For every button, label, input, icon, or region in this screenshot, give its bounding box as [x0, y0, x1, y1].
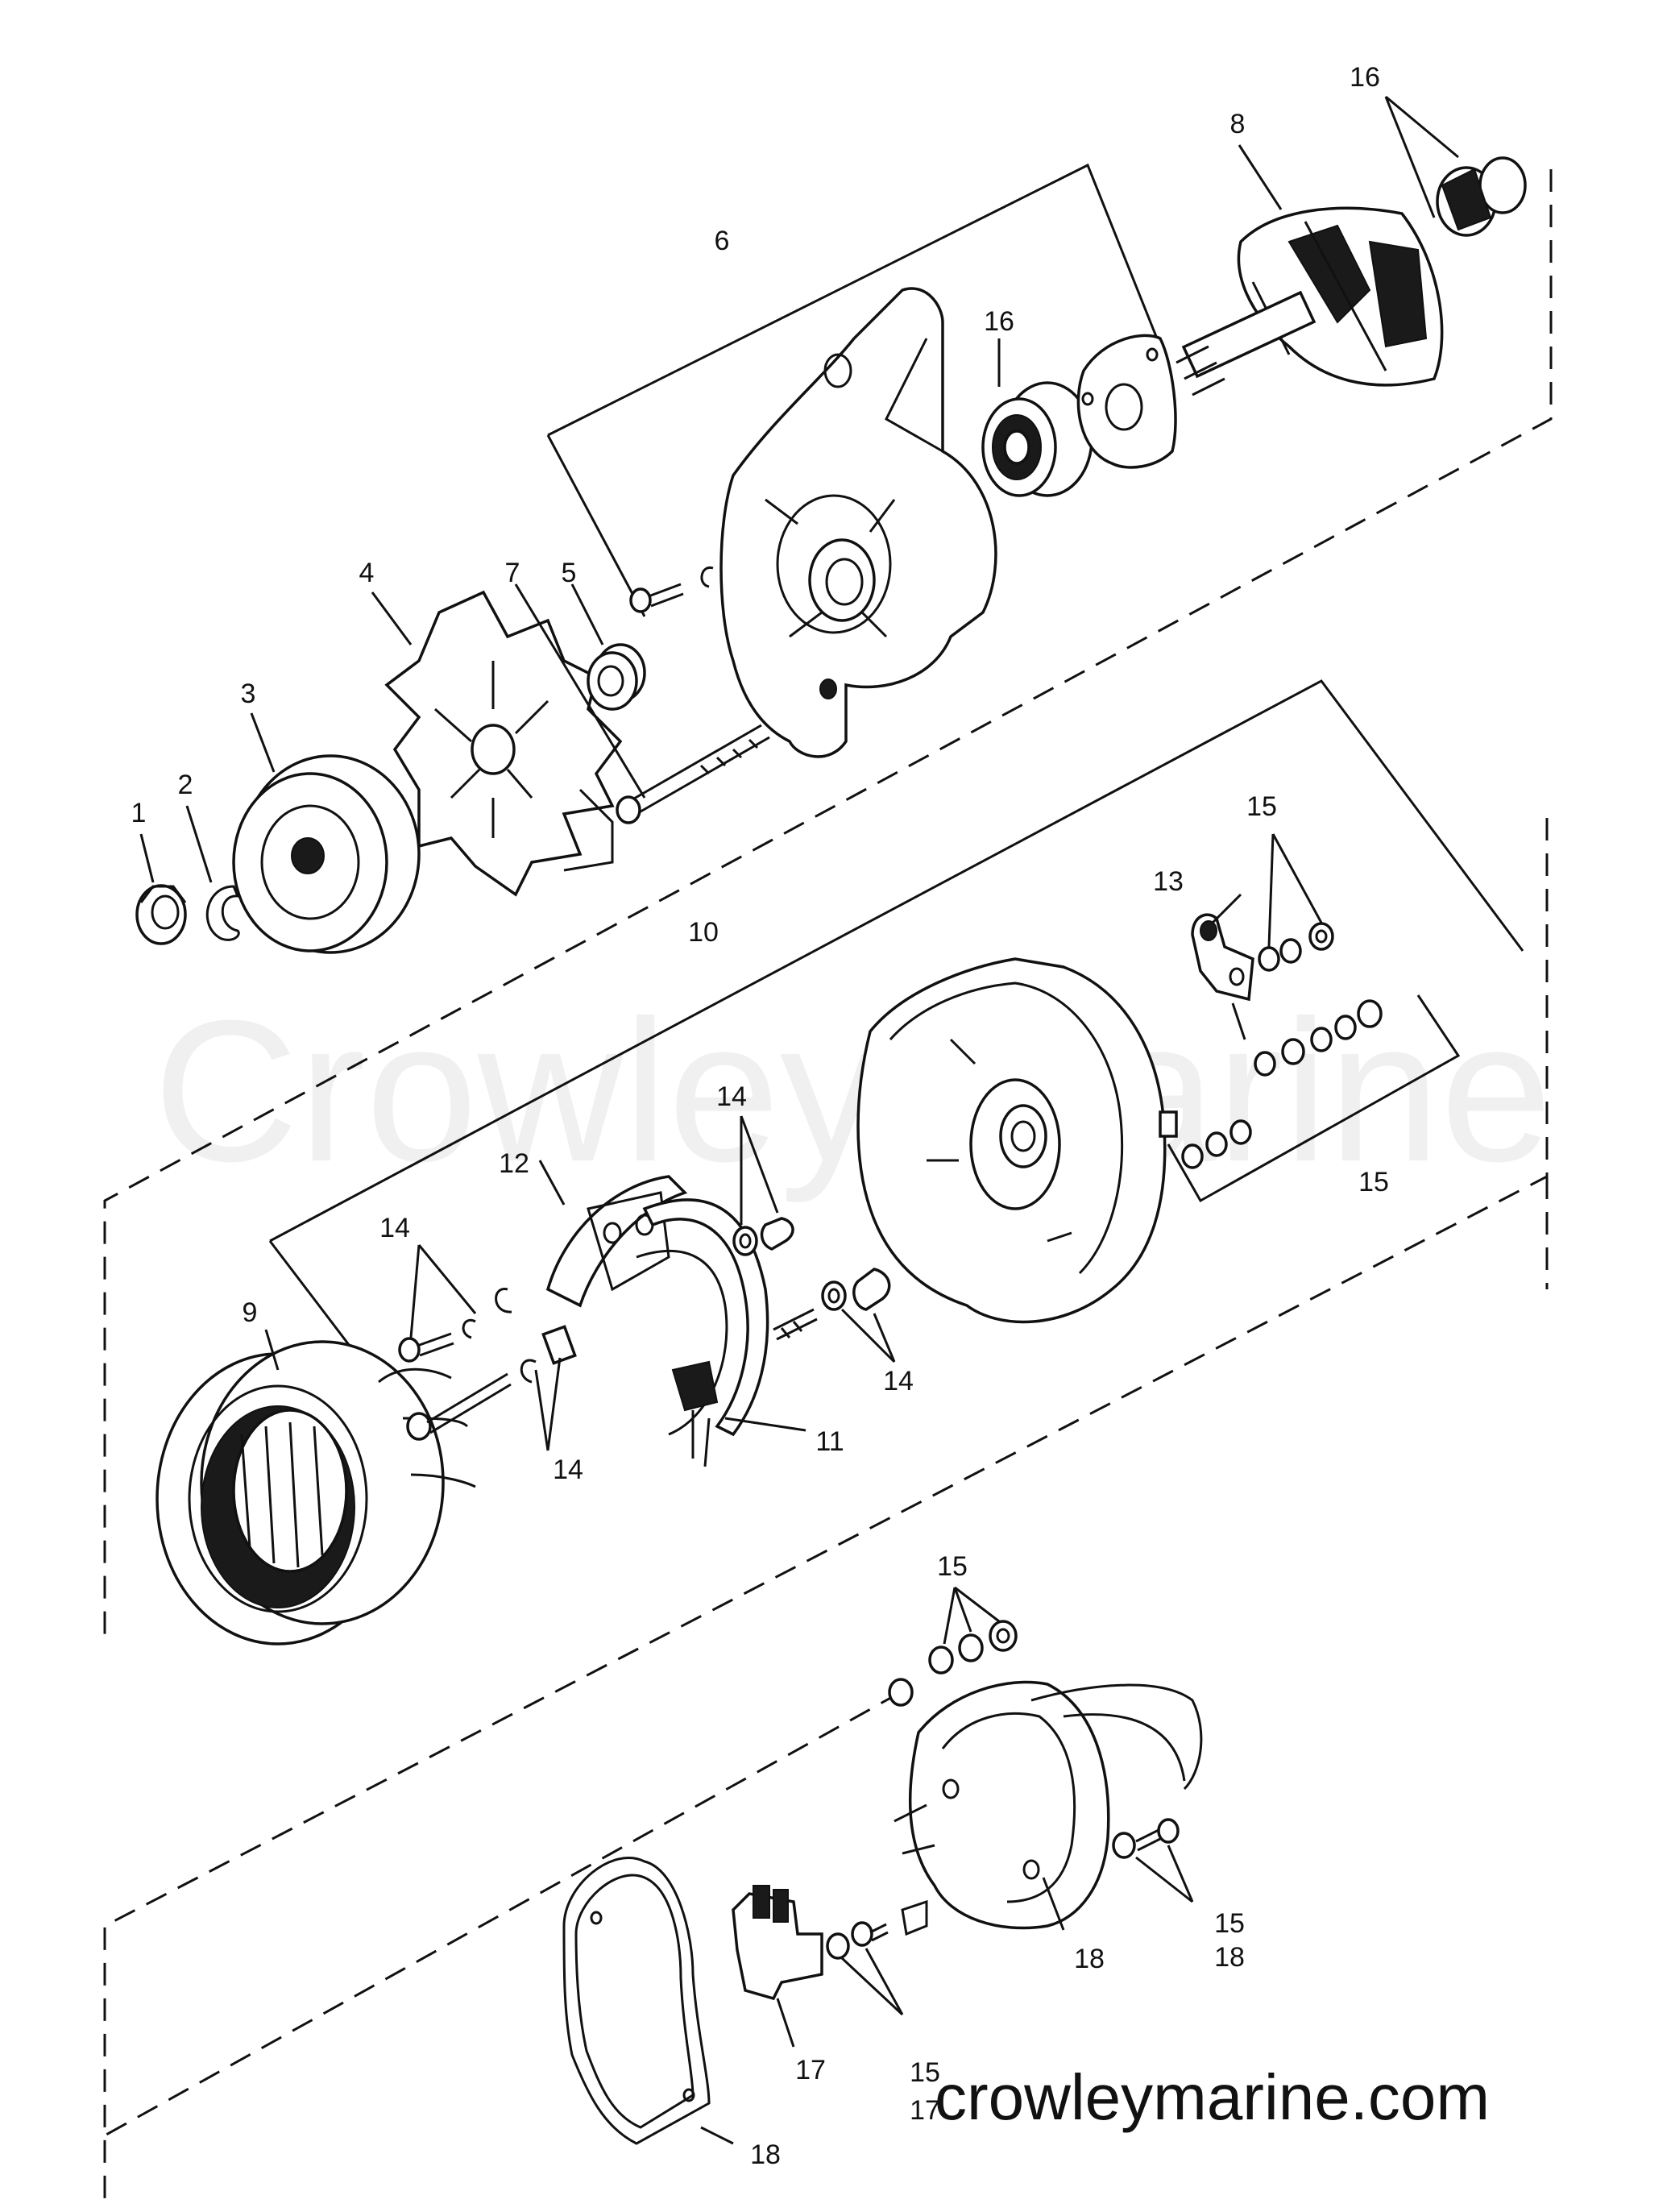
bearing-part-16	[981, 381, 1093, 497]
callout-10: 10	[688, 917, 719, 948]
through-bolt-part-7	[616, 724, 770, 824]
callout-11: 11	[815, 1426, 844, 1457]
bracket-item-6	[546, 163, 1162, 617]
nut-part-1	[135, 884, 187, 945]
callout-13: 13	[1153, 866, 1184, 897]
leader-lines	[139, 95, 1459, 2145]
callout-17-b: 17	[910, 2095, 940, 2126]
watermark: Crowley Marine	[153, 978, 1553, 1203]
heat-sink-part-11	[636, 1198, 769, 1467]
group-boundary-upper	[103, 169, 1553, 1644]
bracket-item-15-right	[1167, 994, 1461, 1203]
spacer-14-upper	[732, 1217, 794, 1256]
callout-16-a: 16	[1350, 62, 1380, 93]
washers-15-upper	[1258, 922, 1334, 972]
callouts: 1 2 3 4 5 6 7 8 9 10 11 12 13 14 14 14 1…	[131, 62, 1389, 2170]
screw-14-upper	[398, 1288, 512, 1363]
slip-ring-end-frame-part-10	[856, 957, 1178, 1324]
group-boundary-lower	[104, 1177, 1549, 2137]
callout-15-b: 15	[1358, 1167, 1389, 1197]
callout-9: 9	[243, 1297, 258, 1328]
terminal-part-13	[1191, 913, 1254, 1040]
callout-2: 2	[178, 770, 193, 800]
callout-17-a: 17	[795, 2055, 826, 2085]
screw-15-17	[826, 1899, 928, 1960]
callout-12: 12	[499, 1148, 529, 1179]
callout-8: 8	[1230, 109, 1246, 139]
callout-14-d: 14	[553, 1455, 583, 1485]
callout-18-c: 18	[750, 2139, 781, 2170]
screw-14-lower	[406, 1325, 577, 1441]
spacer-part-5	[587, 643, 646, 711]
callout-16-b: 16	[984, 306, 1014, 337]
callout-18-b: 18	[1214, 1942, 1245, 1973]
stator-part-9	[155, 1340, 476, 1646]
callout-15-d: 15	[1214, 1908, 1245, 1939]
gasket-part-18	[562, 1857, 711, 2145]
callout-4: 4	[359, 558, 375, 588]
site-url[interactable]: crowleymarine.com	[935, 2061, 1490, 2133]
screw-15-18-right	[1112, 1818, 1180, 1859]
fan-part-4	[384, 590, 623, 897]
callout-18-a: 18	[1074, 1944, 1105, 1974]
callout-5: 5	[562, 558, 577, 588]
callout-15-c: 15	[937, 1551, 968, 1582]
pulley-part-3	[232, 754, 421, 954]
brush-holder-part-17	[732, 1885, 823, 2001]
rotor-part-8	[1176, 156, 1527, 396]
callout-7: 7	[505, 558, 520, 588]
snap-ring-part-2	[205, 885, 240, 941]
callout-14-a: 14	[716, 1081, 747, 1112]
callout-3: 3	[241, 679, 256, 709]
screw-14-middle	[773, 1268, 891, 1341]
callout-1: 1	[131, 798, 147, 828]
washers-15-lower	[888, 1620, 1018, 1707]
callout-15-e: 15	[910, 2057, 940, 2088]
drive-end-frame-part-6	[719, 287, 997, 758]
screw-frame	[629, 566, 714, 613]
callout-6: 6	[715, 226, 730, 256]
callout-15-a: 15	[1246, 791, 1277, 822]
retainer-plate	[1076, 334, 1177, 469]
washers-15-right-row	[1181, 999, 1383, 1169]
end-cover-part-18	[894, 1680, 1203, 1930]
callout-14-b: 14	[379, 1213, 410, 1243]
callout-14-c: 14	[883, 1366, 914, 1397]
